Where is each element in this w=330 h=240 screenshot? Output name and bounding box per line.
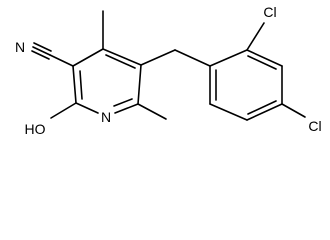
bond-ar1-ar2	[209, 49, 248, 67]
bond-n1-c2	[75, 102, 99, 114]
pyridine-substituents	[31, 10, 211, 120]
bond-c3-c4	[72, 48, 104, 67]
nitrile-triple-bond-3	[31, 50, 50, 60]
nitrile-nitrogen-label: N	[15, 39, 25, 55]
chemical-structure-diagram: N N HO Cl Cl	[14, 4, 322, 137]
nitrile-triple-bond-2	[33, 42, 52, 52]
bond-ar2-ar3-double	[247, 55, 277, 70]
bond-c5-methylene	[140, 49, 176, 66]
chlorine-ortho-label: Cl	[263, 4, 276, 20]
bond-ar5-ar6	[209, 103, 248, 121]
bond-c6-n1-double	[113, 98, 133, 107]
nitrile-triple-bond-1	[32, 46, 51, 56]
chlorine-para-label: Cl	[308, 118, 321, 134]
bond-c6-methyl	[137, 103, 167, 120]
bond-c6-n1	[114, 103, 139, 114]
bond-ar4-chlorine	[281, 103, 306, 118]
bond-c3-nitrile-carbon	[49, 54, 74, 67]
bond-c2-c3-double	[79, 70, 83, 100]
pyridine-ring	[72, 48, 142, 114]
bond-methylene-aryl	[174, 49, 211, 67]
bond-c2-c3	[72, 65, 77, 104]
bond-c5-c6	[137, 64, 142, 105]
dichlorophenyl-ring	[209, 22, 306, 121]
hydroxyl-label: HO	[25, 121, 46, 137]
bond-ar4-ar5	[246, 103, 283, 121]
atom-labels: N N HO Cl Cl	[15, 4, 322, 137]
ring-nitrogen-label: N	[101, 109, 111, 125]
bond-ar2-chlorine	[246, 22, 265, 51]
bond-c4-c5	[102, 48, 142, 66]
bond-c4-c5-double	[105, 54, 136, 69]
bond-ar4-ar5-double	[247, 100, 277, 115]
bond-ar2-ar3	[246, 49, 283, 67]
bond-c2-hydroxyl	[50, 102, 77, 119]
